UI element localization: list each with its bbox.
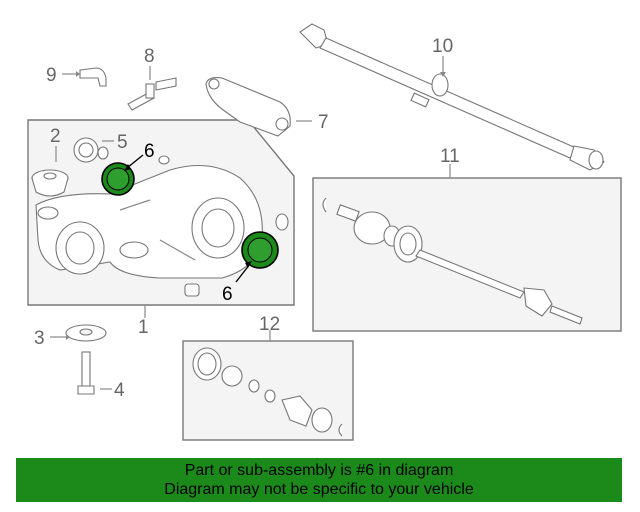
part-8-vent <box>127 77 177 111</box>
part-3-washer <box>65 324 107 342</box>
info-banner: Part or sub-assembly is #6 in diagram Di… <box>16 458 622 502</box>
callout-12: 12 <box>259 314 280 335</box>
part-6-seal-right <box>241 231 279 269</box>
part-12-boot-kit <box>192 347 343 437</box>
part-4-bolt <box>77 351 95 395</box>
part-9-hose <box>79 67 107 87</box>
part-7-bracket <box>205 77 291 137</box>
callout-4: 4 <box>114 380 125 401</box>
callout-9: 9 <box>46 65 57 86</box>
callout-8: 8 <box>144 46 155 67</box>
callout-1: 1 <box>138 317 149 338</box>
part-10-driveshaft <box>299 23 605 171</box>
banner-line-1: Part or sub-assembly is #6 in diagram <box>184 462 454 479</box>
small-plug <box>184 283 200 297</box>
callout-2: 2 <box>50 126 61 147</box>
callout-10: 10 <box>432 36 453 57</box>
callout-11: 11 <box>440 146 460 167</box>
part-5-seal <box>73 137 109 163</box>
callout-5: 5 <box>117 132 128 153</box>
part-11-axle-shaft <box>322 197 583 325</box>
part-6-seal-left <box>101 162 135 196</box>
banner-line-2: Diagram may not be specific to your vehi… <box>164 481 474 498</box>
callout-7: 7 <box>318 112 329 133</box>
callout-3: 3 <box>34 328 45 349</box>
part-2-mount <box>31 169 69 197</box>
callout-6-lower: 6 <box>222 284 233 305</box>
small-seal <box>275 213 289 231</box>
axle-shaft-box <box>312 177 622 332</box>
callout-6-upper: 6 <box>144 141 155 162</box>
